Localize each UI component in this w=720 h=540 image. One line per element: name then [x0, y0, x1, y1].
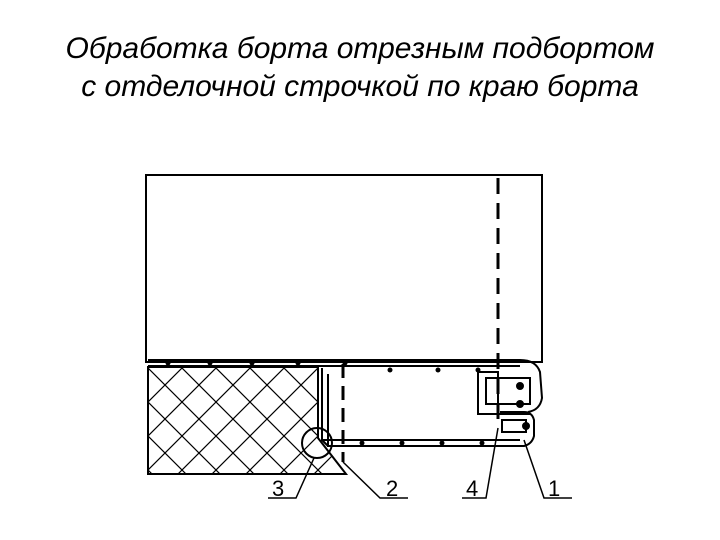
title-line-2: с отделочной строчкой по краю борта: [81, 70, 639, 103]
garment-panel: [145, 174, 543, 363]
callout-4: 4: [466, 476, 478, 501]
leader-lines: [268, 427, 572, 499]
edge-fold-detail: [477, 371, 531, 433]
slide-title: Обработка борта отрезным подбортом с отд…: [0, 30, 720, 106]
detail-circle: [301, 427, 333, 459]
title-line-1: Обработка борта отрезным подбортом: [65, 32, 655, 65]
callout-2: 2: [386, 476, 398, 501]
edge-top-layer: [148, 359, 544, 413]
facing-layer: [321, 368, 535, 447]
topstitch-row-1: [165, 360, 481, 373]
topstitch-row-2: [359, 440, 485, 446]
callout-3: 3: [272, 476, 284, 501]
callout-1: 1: [548, 476, 560, 501]
